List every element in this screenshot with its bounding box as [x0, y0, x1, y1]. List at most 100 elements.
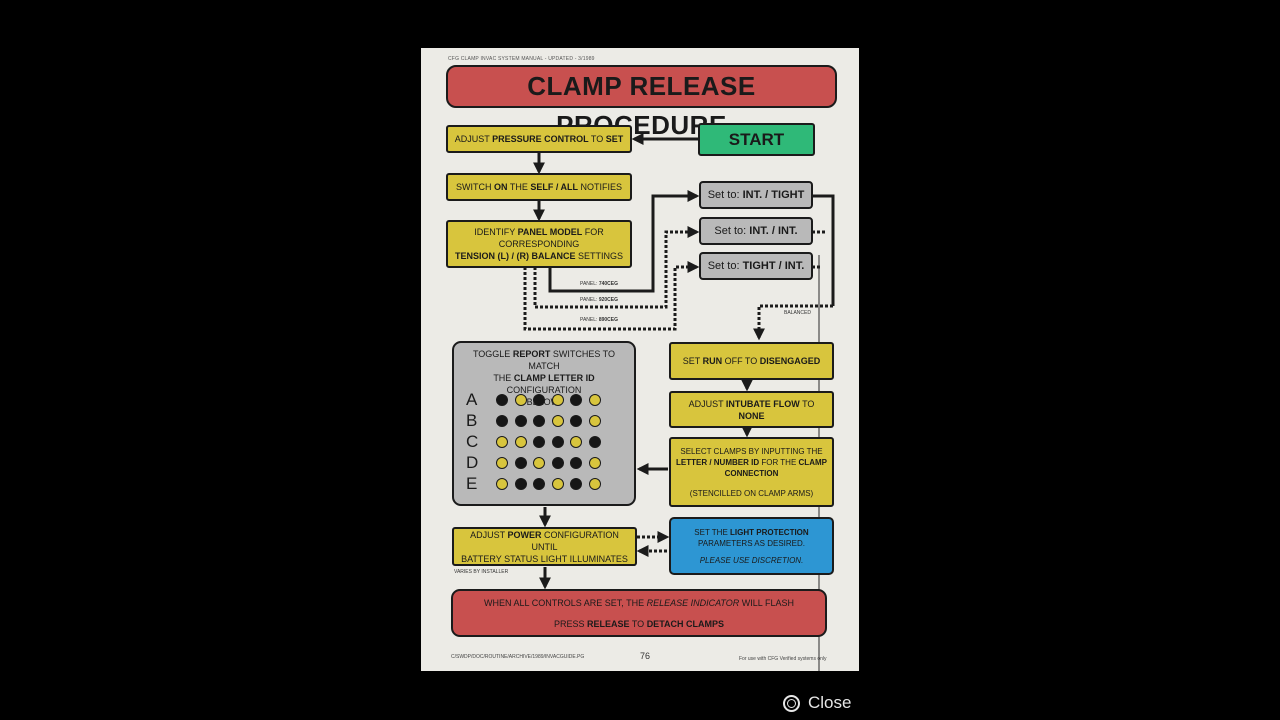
toggle-report-panel: TOGGLE REPORT SWITCHES TO MATCH THE CLAM… [452, 341, 636, 506]
footer-path: C/SWDP/DOC/ROUTINE/ARCHIVE/1989/INVACGUI… [451, 654, 585, 660]
switch-off-dot [496, 456, 508, 469]
switch-off-dot [551, 477, 564, 490]
text: SET [682, 356, 703, 366]
text: NOTIFIES [578, 182, 623, 192]
close-label: Close [808, 693, 852, 712]
text: SELECT CLAMPS BY INPUTTING THE [680, 446, 823, 456]
clamp-row-letter: D [466, 452, 479, 472]
text: THE [493, 373, 514, 383]
clamp-row-d: D [466, 452, 607, 473]
switch-on-dot [570, 477, 582, 490]
panel-740-label: PANEL: 740CEG [580, 281, 618, 287]
text: WILL FLASH [739, 597, 794, 608]
text: BATTERY STATUS LIGHT ILLUMINATES [461, 553, 628, 564]
text-bold: DETACH CLAMPS [646, 618, 725, 629]
text: PLEASE USE DISCRETION. [699, 555, 804, 565]
text-bold: SELF / ALL [530, 182, 578, 192]
step-light-protection: SET THE LIGHT PROTECTION PARAMETERS AS D… [669, 517, 834, 575]
switch-off-dot [496, 477, 508, 490]
step-intubate-flow: ADJUST INTUBATE FLOW TO NONE [669, 391, 834, 428]
manual-page: CFG CLAMP INVAC SYSTEM MANUAL - UPDATED … [421, 48, 859, 671]
switch-on-dot [533, 435, 545, 448]
text: (STENCILLED ON CLAMP ARMS) [689, 488, 814, 498]
clamp-row-c: C [466, 431, 607, 452]
text-bold: INT. / TIGHT [742, 189, 805, 201]
switch-on-dot [570, 414, 582, 427]
balanced-label: BALANCED [784, 310, 811, 316]
clamp-row-letter: B [466, 410, 478, 430]
close-button[interactable]: Close [783, 693, 851, 713]
text-bold: NONE [738, 410, 765, 421]
step-adjust-pressure: ADJUST PRESSURE CONTROL TO SET [446, 125, 632, 153]
page-title: CLAMP RELEASE PROCEDURE [446, 65, 837, 140]
text-bold: PRESSURE CONTROL [492, 134, 589, 144]
text: PANEL: [580, 281, 599, 287]
text-bold: CLAMP LETTER ID [513, 373, 595, 383]
text-bold: 890CEG [598, 317, 618, 323]
switch-off-dot [514, 393, 527, 406]
text: Set to: [707, 189, 743, 201]
text-bold: CONNECTION [724, 468, 779, 478]
text-bold: SET [605, 134, 624, 144]
text: Set to: [714, 225, 750, 237]
text: ADJUST [688, 398, 726, 409]
text-italic: RELEASE INDICATOR [646, 597, 740, 608]
setting-tight-int: Set to: TIGHT / INT. [699, 252, 813, 280]
header-note: CFG CLAMP INVAC SYSTEM MANUAL - UPDATED … [448, 56, 595, 62]
text-bold: RUN [702, 356, 723, 366]
text-bold: RELEASE [586, 618, 630, 629]
switch-on-dot [514, 456, 527, 469]
switch-off-dot [588, 456, 601, 469]
text: TO [629, 618, 647, 629]
text-bold: CLAMP [798, 457, 827, 467]
text-bold: TIGHT / INT. [742, 260, 805, 272]
flow-connectors [523, 133, 835, 671]
switch-on-dot [533, 393, 545, 406]
text: TOGGLE [472, 349, 513, 359]
setting-int-tight: Set to: INT. / TIGHT [699, 181, 813, 209]
text-bold: INTUBATE FLOW [725, 398, 800, 409]
switch-on-dot [570, 393, 582, 406]
text: PARAMETERS AS DESIRED. [698, 538, 805, 548]
text-bold: PANEL MODEL [517, 227, 583, 237]
text: CORRESPONDING [498, 239, 580, 249]
varies-note: VARIES BY INSTALLER [454, 569, 509, 575]
text-bold: POWER [507, 529, 542, 540]
switch-off-dot [588, 477, 601, 490]
switch-on-dot [514, 414, 527, 427]
clamp-row-e: E [466, 473, 607, 494]
text: SWITCH [455, 182, 494, 192]
switch-on-dot [533, 414, 545, 427]
step-select-clamps: SELECT CLAMPS BY INPUTTING THE LETTER / … [669, 437, 834, 507]
switch-on-dot [551, 456, 564, 469]
clamp-row-a: A [466, 389, 607, 410]
text: SWITCHES TO MATCH [528, 349, 616, 371]
switch-off-dot [533, 456, 545, 469]
text: PANEL: [580, 297, 599, 303]
switch-on-dot [496, 414, 508, 427]
setting-int-int: Set to: INT. / INT. [699, 217, 813, 245]
switch-on-dot [496, 393, 508, 406]
step-adjust-power: ADJUST POWER CONFIGURATION UNTIL BATTERY… [452, 527, 637, 566]
footer-note: For use with CFG Verified systems only [739, 656, 827, 662]
clamp-row-letter: C [466, 431, 479, 451]
text-bold: ON [493, 182, 508, 192]
text: TO [799, 398, 815, 409]
start-box: START [698, 123, 815, 156]
text: CONFIGURATION [506, 385, 582, 395]
text-bold: INT. / INT. [749, 225, 798, 237]
switch-off-dot [514, 435, 527, 448]
switch-on-dot [514, 477, 527, 490]
switch-off-dot [570, 435, 582, 448]
text: PRESS [553, 618, 587, 629]
text-bold: 740CEG [598, 281, 618, 287]
text-bold: 920CEG [598, 297, 618, 303]
circle-button-icon [783, 694, 800, 712]
text: SETTINGS [575, 251, 623, 261]
switch-on-dot [551, 435, 564, 448]
text-bold: LIGHT PROTECTION [730, 527, 809, 537]
text: CONFIGURATION UNTIL [531, 529, 619, 552]
panel-890-label: PANEL: 890CEG [580, 317, 618, 323]
switch-on-dot [533, 477, 545, 490]
step-release: WHEN ALL CONTROLS ARE SET, THE RELEASE I… [451, 589, 827, 637]
